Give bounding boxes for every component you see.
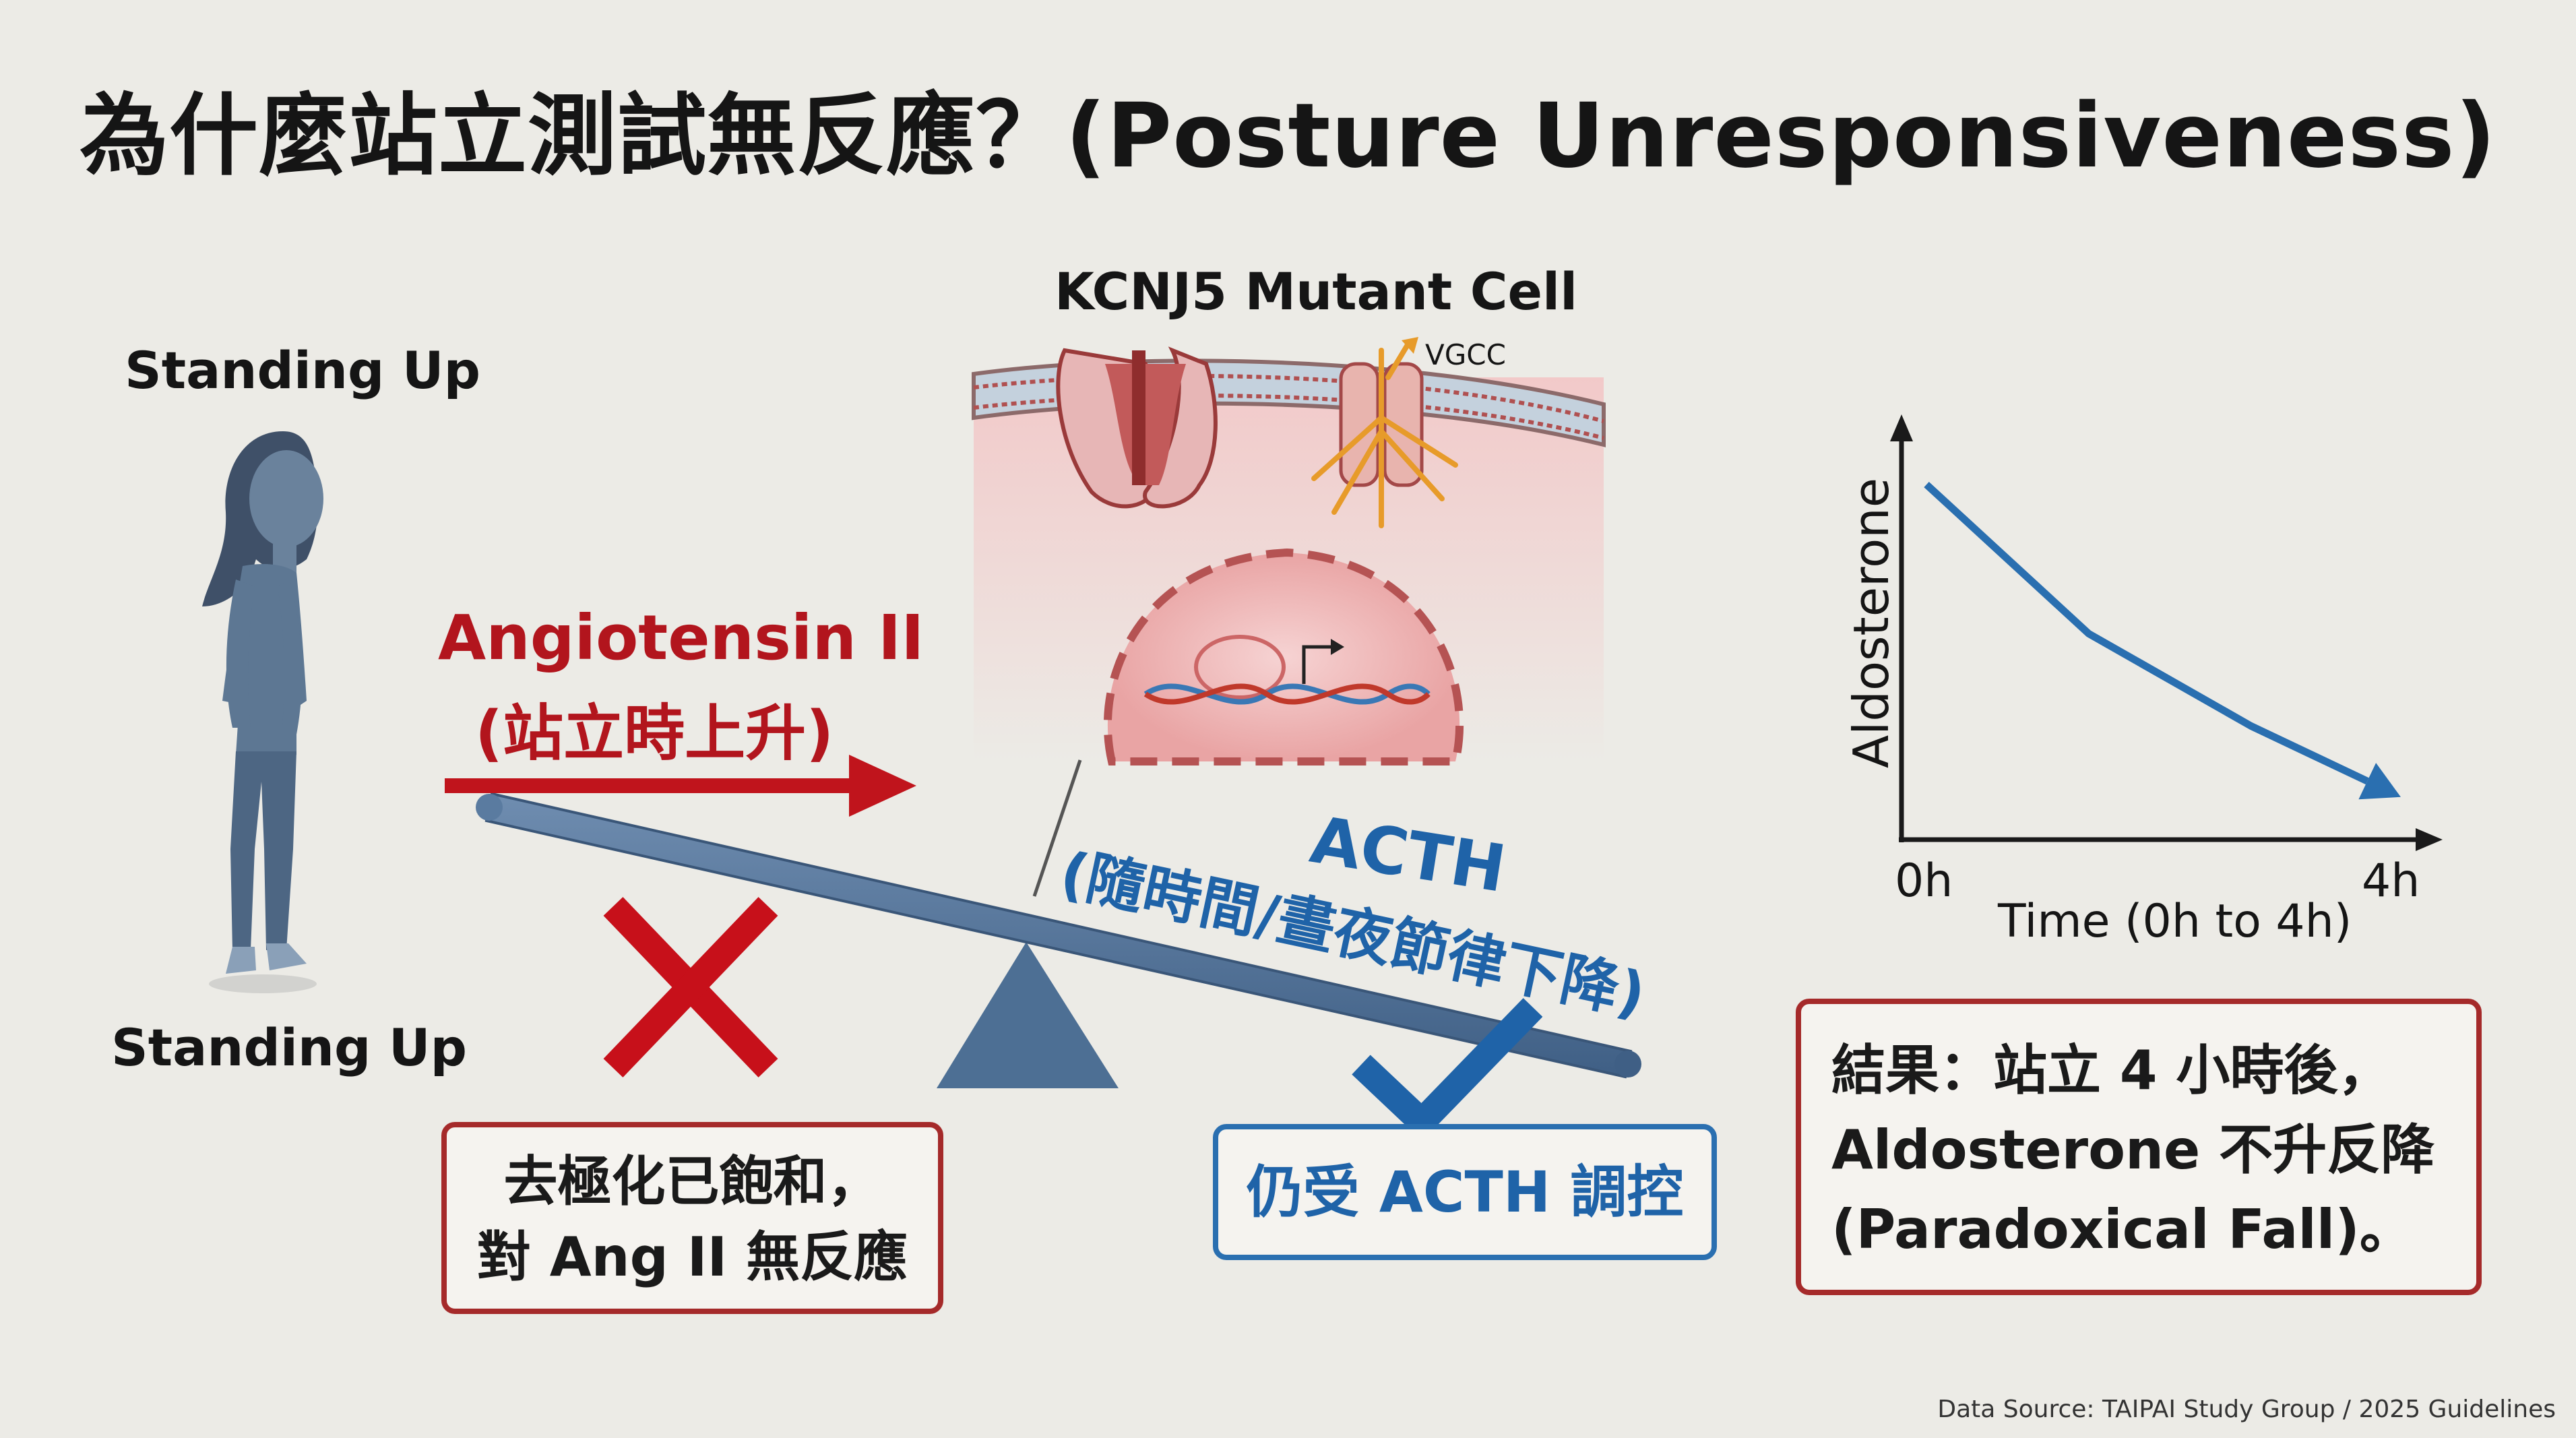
nucleus-icon [1103,548,1464,765]
result-line-1: 結果：站立 4 小時後， [1831,1039,2392,1102]
angiotensin-arrow-icon [445,755,916,817]
chart-x-axis-label: Time (0h to 4h) [1998,895,2352,948]
chart-line-arrow-icon [2358,763,2401,800]
blue-check-icon [1352,998,1543,1142]
result-line-2: Aldosterone 不升反降 [1831,1119,2435,1181]
chart-series-line [1924,481,2369,785]
standing-up-label-top: Standing Up [125,340,480,400]
vgcc-channel-icon [1311,337,1458,528]
standing-woman-icon [202,431,323,974]
acth-control-box: 仍受 ACTH 調控 [1213,1124,1717,1260]
angiotensin-label: Angiotensin II [438,602,924,674]
desensitization-line-2: 對 Ang II 無反應 [476,1226,908,1288]
aldosterone-chart [1890,414,2443,851]
vgcc-label: VGCC [1425,338,1506,371]
red-x-icon [603,897,778,1077]
result-line-3: (Paradoxical Fall)。 [1831,1198,2414,1261]
y-axis-arrow-icon [1890,414,1913,441]
pivot-line [1032,759,1082,897]
chart-x-tick-0h: 0h [1895,854,1953,908]
cell-title: KCNJ5 Mutant Cell [1055,261,1578,321]
acth-control-text: 仍受 ACTH 調控 [1246,1159,1684,1225]
angiotensin-sublabel: (站立時上升) [475,698,834,769]
data-source: Data Source: TAIPAI Study Group / 2025 G… [1937,1396,2556,1423]
x-axis-arrow-icon [2416,828,2443,851]
kcnj5-channel-icon [1056,346,1218,509]
chart-y-axis-label: Aldosterone [1843,477,1899,768]
desensitization-line-1: 去極化已飽和， [503,1150,881,1213]
page-title: 為什麼站立測試無反應？(Posture Unresponsiveness) [80,84,2496,188]
standing-up-label-bottom: Standing Up [111,1018,467,1077]
chart-x-tick-4h: 4h [2362,854,2420,908]
kcnj5-cell-illustration [972,337,1606,765]
result-box: 結果：站立 4 小時後， Aldosterone 不升反降 (Paradoxic… [1796,999,2482,1295]
desensitization-box: 去極化已飽和， 對 Ang II 無反應 [441,1122,943,1314]
seesaw-fulcrum [937,942,1119,1088]
